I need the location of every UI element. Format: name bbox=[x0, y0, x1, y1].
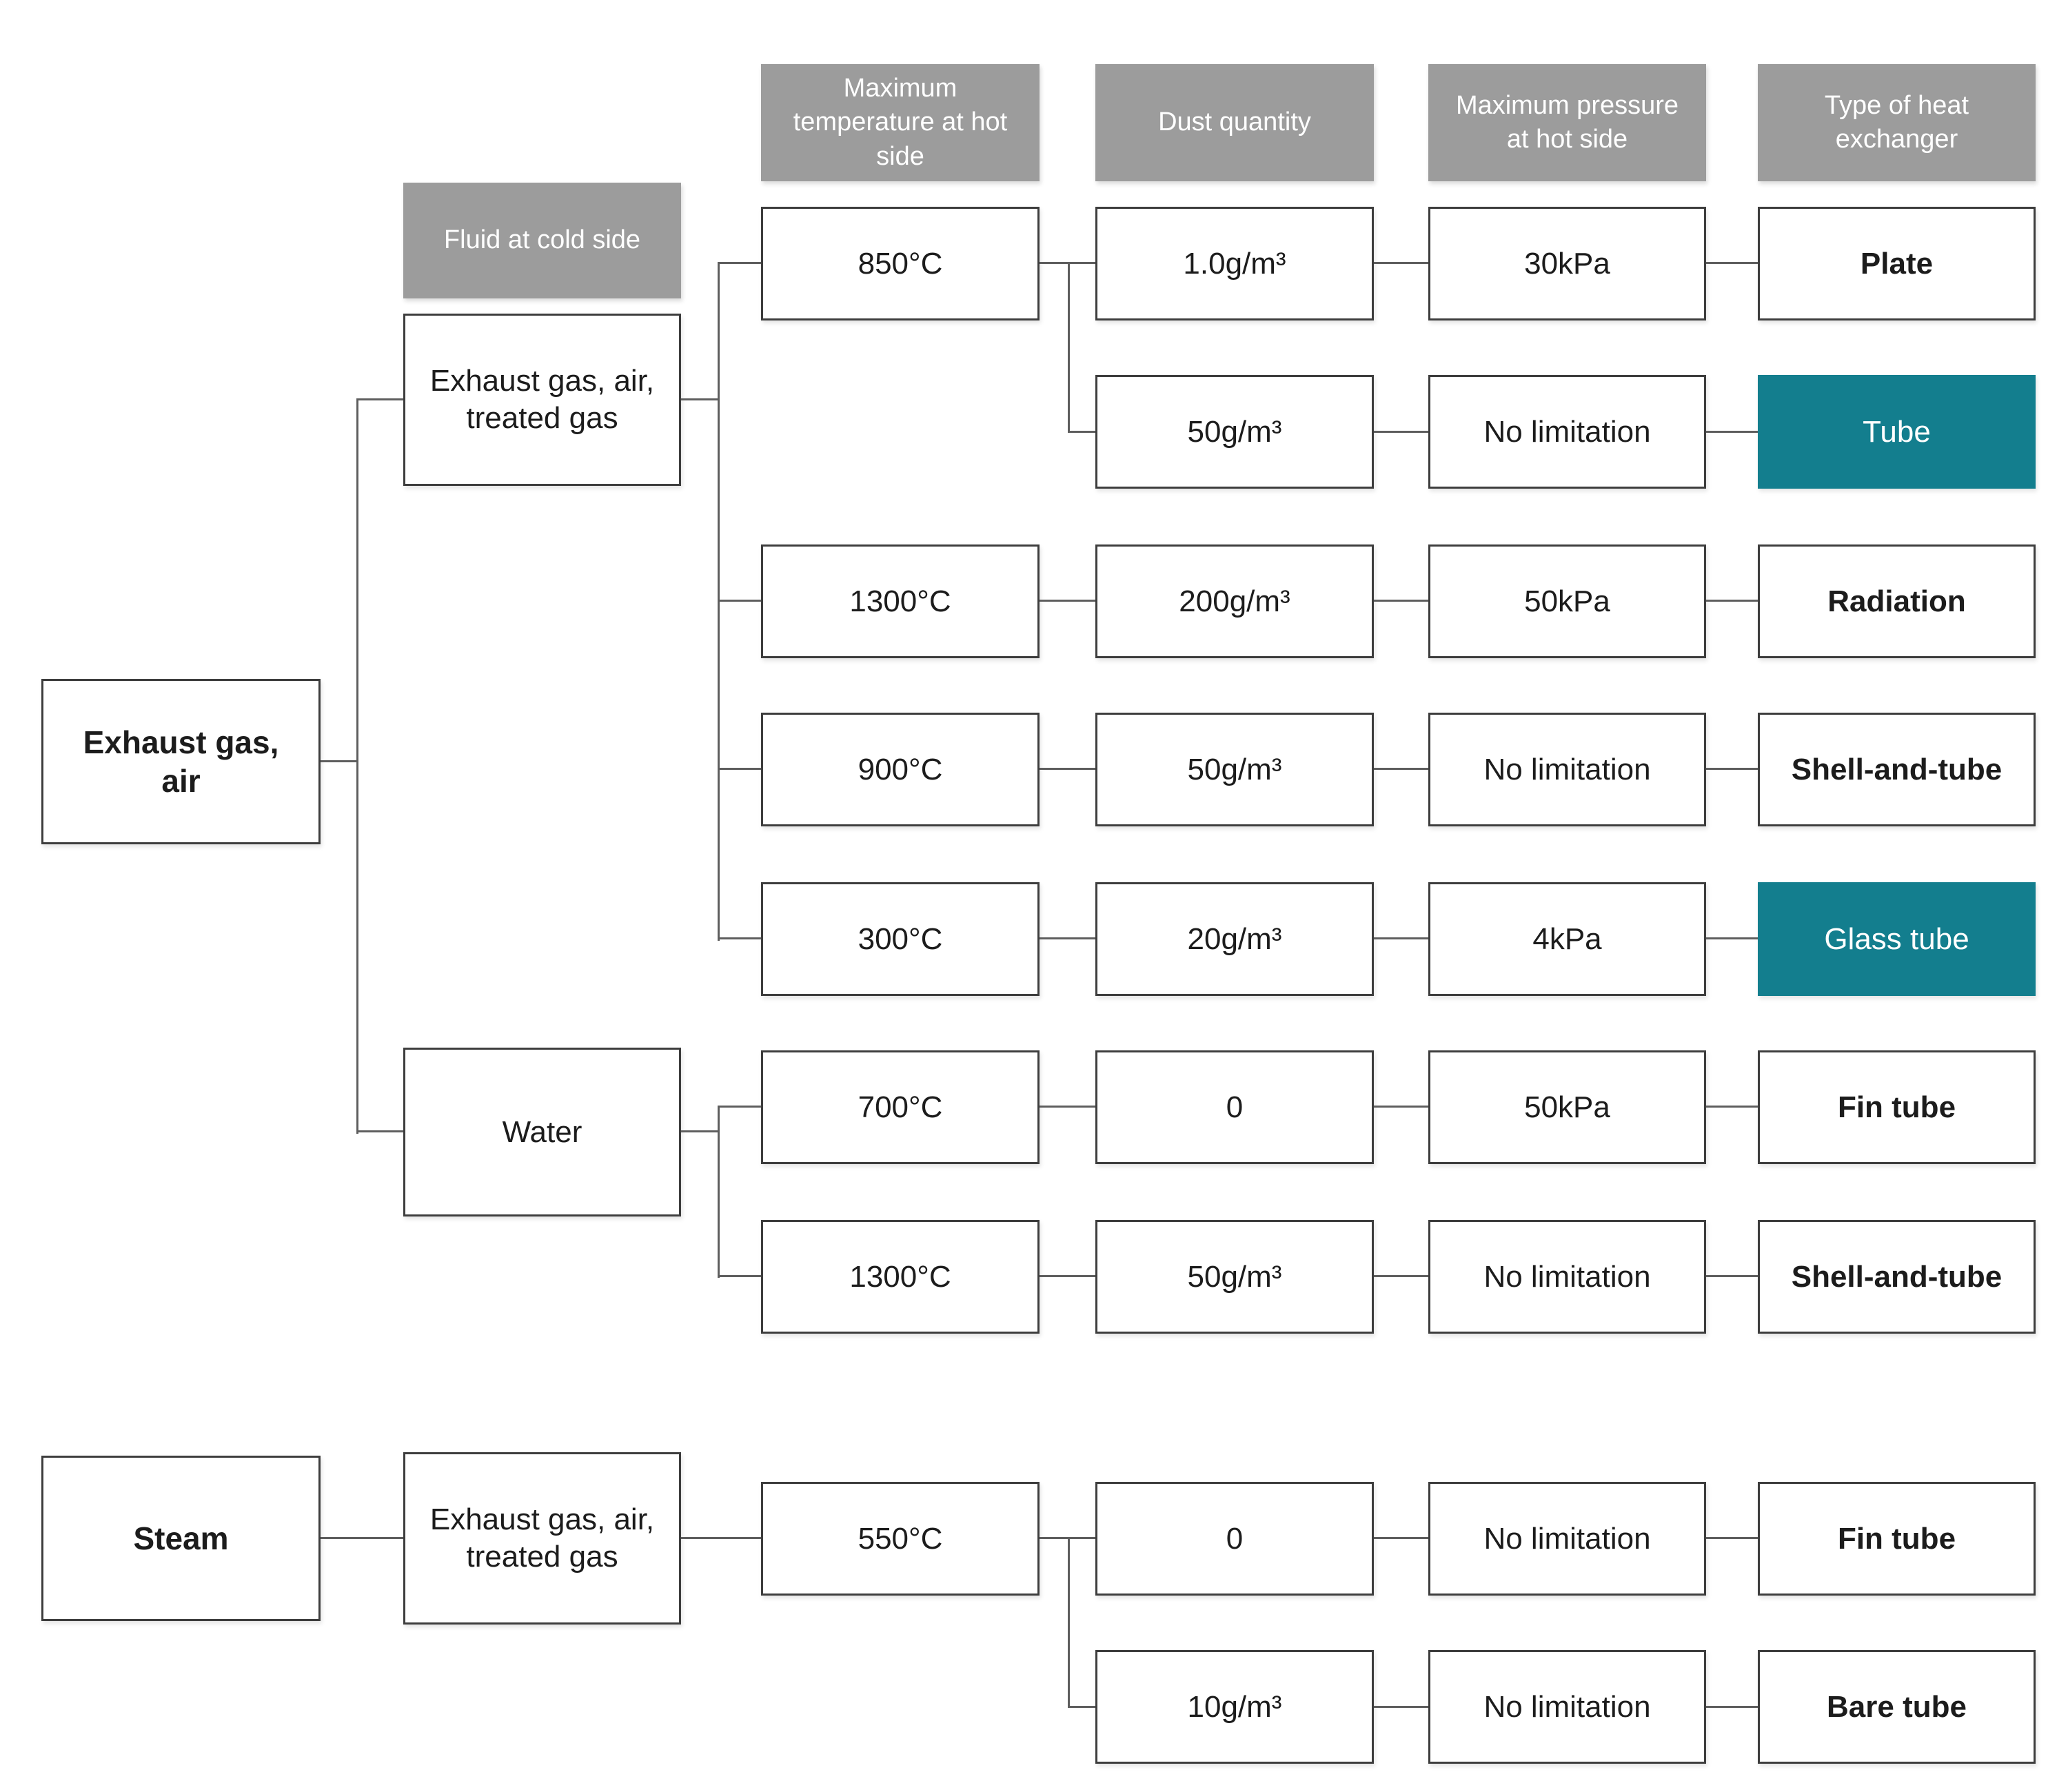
header-dust-quantity: Dust quantity bbox=[1095, 64, 1374, 181]
temp-cell-r3: 900°C bbox=[761, 713, 1040, 826]
type-cell-r0: Plate bbox=[1758, 207, 2036, 320]
pressure-cell-r2: 50kPa bbox=[1428, 544, 1706, 658]
header-fluid-cold-side: Fluid at cold side bbox=[403, 183, 681, 298]
dust-cell-r8: 10g/m³ bbox=[1095, 1650, 1374, 1764]
connector-line bbox=[356, 398, 358, 1134]
connector-line bbox=[1068, 1537, 1070, 1708]
type-cell-r7: Fin tube bbox=[1758, 1482, 2036, 1596]
connector-line bbox=[1374, 1106, 1428, 1108]
fluid-exhaust-gas-air-treated-gas-1: Exhaust gas, air, treated gas bbox=[403, 314, 681, 486]
connector-line bbox=[681, 1537, 761, 1539]
fluid-exhaust-gas-air-treated-gas-2: Exhaust gas, air, treated gas bbox=[403, 1452, 681, 1625]
temp-cell-r6: 1300°C bbox=[761, 1220, 1040, 1334]
connector-line bbox=[1374, 937, 1428, 939]
pressure-cell-r6: No limitation bbox=[1428, 1220, 1706, 1334]
connector-line bbox=[681, 1130, 720, 1132]
connector-line bbox=[718, 937, 761, 939]
connector-line bbox=[1706, 600, 1758, 602]
pressure-cell-r1: No limitation bbox=[1428, 375, 1706, 489]
type-cell-r5: Fin tube bbox=[1758, 1050, 2036, 1164]
connector-line bbox=[1374, 431, 1428, 433]
connector-line bbox=[1040, 600, 1095, 602]
pressure-cell-r0: 30kPa bbox=[1428, 207, 1706, 320]
connector-line bbox=[1706, 431, 1758, 433]
temp-cell-r2: 1300°C bbox=[761, 544, 1040, 658]
connector-line bbox=[321, 1537, 403, 1539]
dust-cell-r6: 50g/m³ bbox=[1095, 1220, 1374, 1334]
type-cell-r1: Tube bbox=[1758, 375, 2036, 489]
connector-line bbox=[1040, 1106, 1095, 1108]
temp-cell-r4: 300°C bbox=[761, 882, 1040, 996]
connector-line bbox=[718, 1106, 720, 1278]
connector-line bbox=[356, 398, 403, 400]
temp-cell-r0: 850°C bbox=[761, 207, 1040, 320]
connector-line bbox=[1706, 1706, 1758, 1708]
root-steam: Steam bbox=[41, 1456, 321, 1621]
connector-line bbox=[321, 760, 357, 762]
connector-line bbox=[1706, 937, 1758, 939]
dust-cell-r0: 1.0g/m³ bbox=[1095, 207, 1374, 320]
connector-line bbox=[1374, 768, 1428, 770]
dust-cell-r1: 50g/m³ bbox=[1095, 375, 1374, 489]
connector-line bbox=[1068, 431, 1095, 433]
pressure-cell-r5: 50kPa bbox=[1428, 1050, 1706, 1164]
connector-line bbox=[681, 398, 720, 400]
connector-line bbox=[1706, 1106, 1758, 1108]
type-cell-r3: Shell-and-tube bbox=[1758, 713, 2036, 826]
connector-line bbox=[1706, 1275, 1758, 1277]
connector-line bbox=[718, 768, 761, 770]
temp-cell-r7: 550°C bbox=[761, 1482, 1040, 1596]
connector-line bbox=[1040, 1537, 1095, 1539]
connector-line bbox=[1068, 1706, 1095, 1708]
header-max-temperature: Maximum temperature at hot side bbox=[761, 64, 1040, 181]
header-max-pressure: Maximum pressure at hot side bbox=[1428, 64, 1706, 181]
type-cell-r8: Bare tube bbox=[1758, 1650, 2036, 1764]
pressure-cell-r7: No limitation bbox=[1428, 1482, 1706, 1596]
pressure-cell-r8: No limitation bbox=[1428, 1650, 1706, 1764]
dust-cell-r4: 20g/m³ bbox=[1095, 882, 1374, 996]
connector-line bbox=[1706, 768, 1758, 770]
connector-line bbox=[718, 262, 761, 264]
pressure-cell-r4: 4kPa bbox=[1428, 882, 1706, 996]
connector-line bbox=[356, 1130, 403, 1132]
connector-line bbox=[1068, 262, 1070, 433]
pressure-cell-r3: No limitation bbox=[1428, 713, 1706, 826]
connector-line bbox=[1040, 937, 1095, 939]
connector-line bbox=[718, 1275, 761, 1277]
dust-cell-r7: 0 bbox=[1095, 1482, 1374, 1596]
type-cell-r2: Radiation bbox=[1758, 544, 2036, 658]
type-cell-r6: Shell-and-tube bbox=[1758, 1220, 2036, 1334]
root-exhaust-gas-air: Exhaust gas, air bbox=[41, 679, 321, 844]
connector-line bbox=[1374, 1537, 1428, 1539]
dust-cell-r5: 0 bbox=[1095, 1050, 1374, 1164]
type-cell-r4: Glass tube bbox=[1758, 882, 2036, 996]
connector-line bbox=[1706, 262, 1758, 264]
connector-line bbox=[1040, 1275, 1095, 1277]
connector-line bbox=[1040, 262, 1095, 264]
header-heat-exchanger-type: Type of heat exchanger bbox=[1758, 64, 2036, 181]
fluid-water: Water bbox=[403, 1048, 681, 1216]
connector-line bbox=[1374, 1275, 1428, 1277]
connector-line bbox=[718, 600, 761, 602]
temp-cell-r5: 700°C bbox=[761, 1050, 1040, 1164]
dust-cell-r3: 50g/m³ bbox=[1095, 713, 1374, 826]
connector-line bbox=[1374, 600, 1428, 602]
connector-line bbox=[1374, 1706, 1428, 1708]
dust-cell-r2: 200g/m³ bbox=[1095, 544, 1374, 658]
connector-line bbox=[1706, 1537, 1758, 1539]
connector-line bbox=[1374, 262, 1428, 264]
connector-line bbox=[1040, 768, 1095, 770]
connector-line bbox=[718, 1106, 761, 1108]
